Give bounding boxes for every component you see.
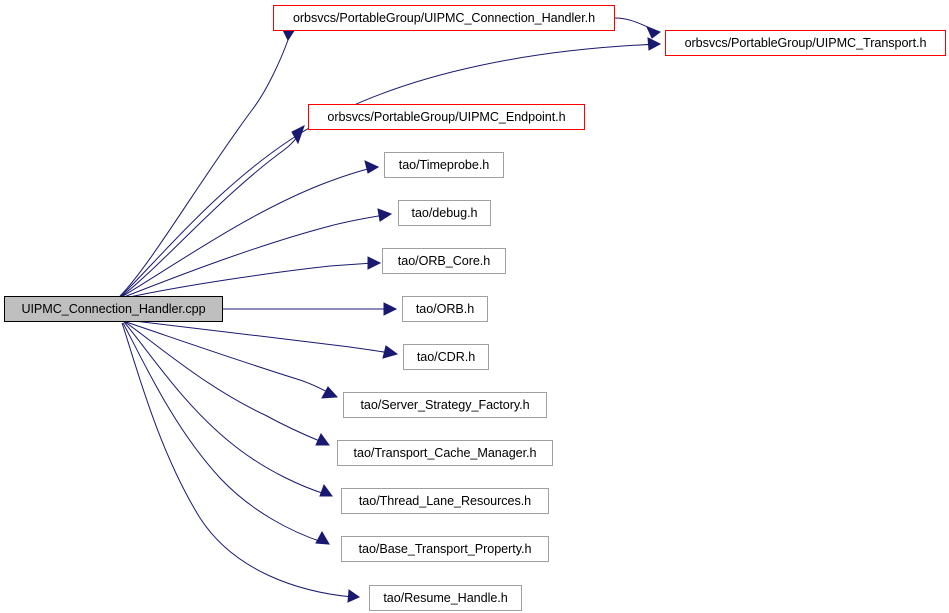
node-label: tao/Timeprobe.h [398, 157, 490, 172]
node-label: UIPMC_Connection_Handler.cpp [21, 301, 206, 316]
arrowhead-icon [367, 256, 382, 270]
node-label: tao/Server_Strategy_Factory.h [360, 397, 530, 412]
arrowhead-icon [646, 26, 662, 39]
node-label: tao/Transport_Cache_Manager.h [353, 445, 537, 460]
arrowhead-icon [647, 37, 662, 51]
node-label: orbsvcs/PortableGroup/UIPMC_Transport.h [684, 35, 927, 50]
graph-edge-root-to-tao_resume_handle_h [121, 322, 353, 598]
graph-edge-root-to-tao_debug_h [123, 214, 385, 298]
arrowhead-icon [321, 386, 339, 399]
graph-node-tao_server_strategy_factory_h[interactable]: tao/Server_Strategy_Factory.h [343, 392, 547, 418]
graph-edge-root-to-uipmc_transport_h [120, 43, 661, 297]
arrowhead-icon [315, 433, 330, 446]
graph-edge-root-to-tao_cdr_h [125, 319, 391, 354]
graph-node-uipmc_endpoint_h[interactable]: orbsvcs/PortableGroup/UIPMC_Endpoint.h [308, 104, 585, 130]
node-label: tao/CDR.h [416, 349, 476, 364]
node-label: tao/debug.h [411, 205, 478, 220]
node-label: tao/ORB.h [415, 301, 475, 316]
arrowhead-icon [319, 483, 333, 497]
graph-node-tao_resume_handle_h[interactable]: tao/Resume_Handle.h [369, 585, 522, 611]
graph-node-uipmc_connection_handler_h[interactable]: orbsvcs/PortableGroup/UIPMC_Connection_H… [273, 5, 615, 31]
node-label: tao/Base_Transport_Property.h [358, 541, 532, 556]
arrowhead-icon [347, 589, 361, 603]
arrowhead-icon [364, 160, 380, 174]
node-label: orbsvcs/PortableGroup/UIPMC_Endpoint.h [327, 109, 566, 124]
graph-edge-root-to-tao_orb_core_h [124, 262, 374, 299]
graph-node-tao_timeprobe_h[interactable]: tao/Timeprobe.h [384, 152, 504, 178]
arrowhead-icon [315, 530, 330, 545]
graph-node-tao_orb_core_h[interactable]: tao/ORB_Core.h [382, 248, 506, 274]
graph-node-uipmc_transport_h[interactable]: orbsvcs/PortableGroup/UIPMC_Transport.h [665, 30, 946, 56]
arrowhead-icon [291, 124, 305, 145]
graph-edge-root-to-tao_server_strategy_factory_h [125, 321, 332, 395]
node-label: tao/Thread_Lane_Resources.h [358, 493, 532, 508]
arrowhead-icon [377, 208, 393, 222]
graph-edge-root-to-tao_thread_lane_resources_h [123, 321, 326, 495]
graph-node-tao_transport_cache_manager_h[interactable]: tao/Transport_Cache_Manager.h [337, 440, 553, 466]
graph-node-root-root[interactable]: UIPMC_Connection_Handler.cpp [4, 296, 223, 322]
graph-node-tao_cdr_h[interactable]: tao/CDR.h [403, 344, 489, 370]
node-label: orbsvcs/PortableGroup/UIPMC_Connection_H… [292, 10, 596, 25]
graph-edge-root-to-uipmc_endpoint_h [121, 129, 303, 297]
graph-node-tao_thread_lane_resources_h[interactable]: tao/Thread_Lane_Resources.h [341, 488, 549, 514]
node-label: tao/Resume_Handle.h [383, 590, 508, 605]
graph-node-tao_orb_h[interactable]: tao/ORB.h [402, 296, 488, 322]
arrowhead-icon [382, 345, 399, 359]
graph-edge-root-to-tao_transport_cache_manager_h [124, 321, 323, 443]
graph-node-tao_debug_h[interactable]: tao/debug.h [398, 200, 491, 226]
graph-edge-root-to-tao_base_transport_property_h [122, 322, 323, 543]
arrowhead-icon [383, 302, 398, 316]
graph-edge-root-to-tao_timeprobe_h [122, 167, 373, 297]
graph-node-tao_base_transport_property_h[interactable]: tao/Base_Transport_Property.h [341, 536, 549, 562]
graph-edge-root-to-uipmc_connection_handler_h [119, 39, 289, 297]
node-label: tao/ORB_Core.h [397, 253, 491, 268]
